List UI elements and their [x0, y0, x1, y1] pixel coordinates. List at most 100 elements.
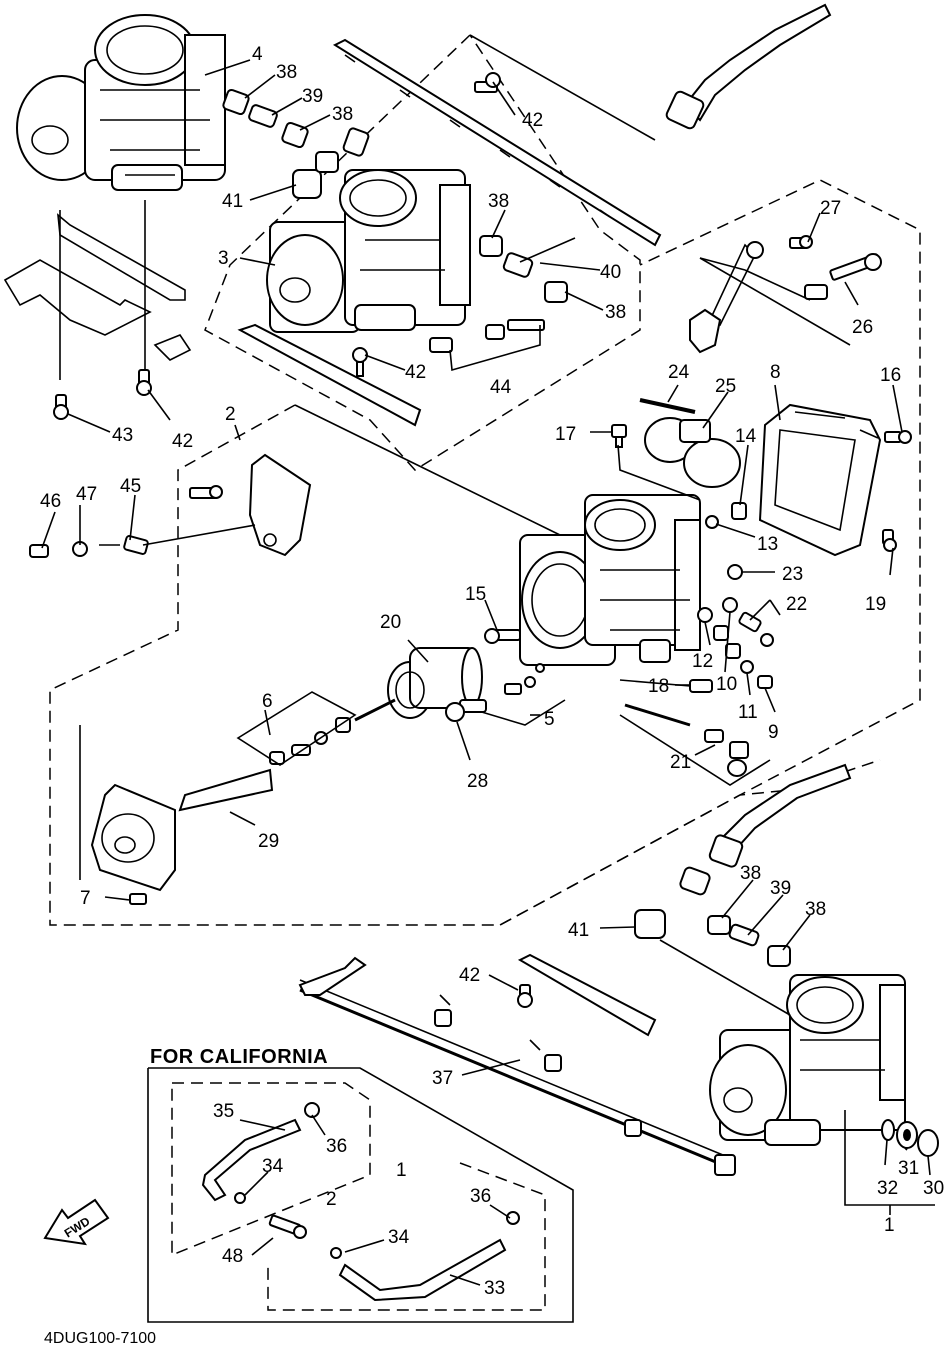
callout-12: 12 [692, 651, 713, 672]
callout-19: 19 [865, 594, 886, 615]
callout-41: 41 [222, 191, 243, 212]
callout-46: 46 [40, 491, 61, 512]
callout-numbers: 4 38 39 38 42 41 3 38 40 38 42 44 43 42 … [40, 44, 944, 1346]
spring-26 [804, 253, 882, 300]
screw-16 [884, 430, 912, 444]
throttle-shaft-37 [298, 956, 736, 1176]
callout-38: 38 [276, 62, 297, 83]
screw-19 [882, 529, 897, 552]
callout-23: 23 [782, 564, 803, 585]
callout-31: 31 [898, 1158, 919, 1179]
screw-42-bottom [517, 984, 533, 1008]
jet-needle-24 [639, 398, 696, 414]
part-14 [731, 502, 747, 520]
callout-28: 28 [467, 771, 488, 792]
callout-40: 40 [600, 262, 621, 283]
joint-41 [292, 169, 322, 199]
callout-11: 11 [738, 702, 758, 723]
screw-43 [53, 394, 69, 420]
carburetor-3 [266, 169, 471, 333]
screw-42-mid [352, 347, 368, 377]
callout-43: 43 [112, 425, 133, 446]
callout-5: 5 [544, 709, 555, 730]
screw-17 [611, 424, 627, 448]
callout-39: 39 [770, 878, 791, 899]
callout-1: 1 [396, 1160, 407, 1181]
choke-bracket [3, 213, 192, 361]
callout-2: 2 [225, 404, 236, 425]
screw-42-left [136, 369, 152, 396]
callout-47: 47 [76, 484, 97, 505]
leader-line [294, 404, 561, 536]
callout-27: 27 [820, 198, 841, 219]
plug-28 [445, 699, 487, 722]
callout-34: 34 [262, 1156, 284, 1177]
callout-18: 18 [648, 676, 669, 697]
callout-29: 29 [258, 831, 279, 852]
callout-14: 14 [735, 426, 757, 447]
callout-2: 2 [326, 1189, 337, 1210]
callout-34: 34 [388, 1227, 410, 1248]
callout-1: 1 [884, 1215, 895, 1236]
callout-20: 20 [380, 612, 401, 633]
fwd-arrow-icon [43, 1198, 110, 1246]
leader-line [617, 444, 701, 501]
joint-41-bottom [634, 909, 666, 939]
callout-42: 42 [459, 965, 480, 986]
washers-30-32 [844, 1110, 939, 1215]
callout-44: 44 [490, 377, 512, 398]
screw-15 [484, 628, 521, 644]
diagram-code: 4DUG100-7100 [44, 1330, 156, 1346]
callout-33: 33 [484, 1278, 505, 1299]
callout-25: 25 [715, 376, 736, 397]
small-parts-top [222, 88, 576, 353]
needle-jet-21 [619, 703, 771, 786]
callout-42: 42 [522, 110, 543, 131]
link-plate [517, 953, 657, 1037]
callout-8: 8 [770, 362, 781, 383]
hose-joint [665, 90, 705, 130]
callout-13: 13 [757, 534, 778, 555]
callout-37: 37 [432, 1068, 453, 1089]
california-section [147, 1067, 574, 1323]
throttle-valve-25 [644, 417, 741, 488]
callout-10: 10 [716, 674, 737, 695]
carburetor-4 [16, 14, 226, 191]
callout-30: 30 [923, 1178, 944, 1199]
screw-42-top [474, 72, 501, 93]
carburetor-1 [709, 974, 906, 1146]
callout-36: 36 [470, 1186, 491, 1207]
callout-41: 41 [568, 920, 589, 941]
top-cover-7 [79, 725, 176, 905]
needle-set-6 [236, 691, 357, 766]
callout-21: 21 [670, 752, 691, 773]
callout-35: 35 [213, 1101, 234, 1122]
callout-42: 42 [172, 431, 193, 452]
callout-3: 3 [218, 248, 229, 269]
bracket-45-group [29, 453, 312, 558]
callout-38: 38 [605, 302, 626, 323]
callout-16: 16 [880, 365, 901, 386]
callout-38: 38 [740, 863, 761, 884]
carburetor-2-main [519, 494, 701, 666]
callout-48: 48 [222, 1246, 243, 1267]
jet-set-5 [464, 663, 566, 726]
callout-6: 6 [262, 691, 273, 712]
mounting-bar [237, 323, 422, 427]
washer-13 [705, 515, 719, 529]
callout-15: 15 [465, 584, 486, 605]
callout-leaders [41, 59, 931, 1286]
callout-36: 36 [326, 1136, 347, 1157]
mounting-rail [332, 38, 662, 247]
piston-valve-20 [354, 647, 483, 722]
callout-38: 38 [332, 104, 353, 125]
callout-24: 24 [668, 362, 690, 383]
callout-9: 9 [768, 722, 779, 743]
diaphragm-cover-8 [758, 403, 882, 557]
screw-27 [789, 235, 813, 249]
callout-26: 26 [852, 317, 873, 338]
callout-32: 32 [877, 1178, 898, 1199]
spring-29 [178, 768, 274, 812]
callout-22: 22 [786, 594, 807, 615]
